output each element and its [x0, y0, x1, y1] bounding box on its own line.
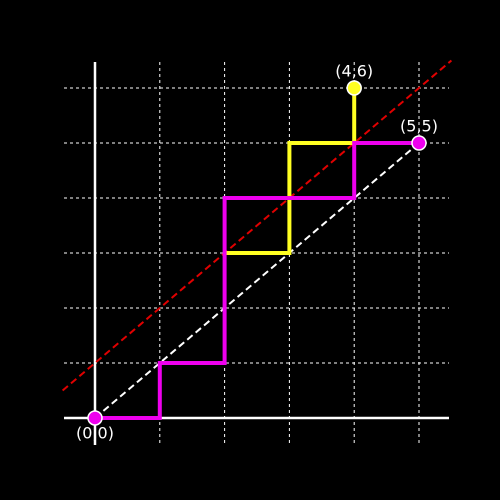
point-label-origin: (0,0) [76, 424, 114, 443]
point-end-yellow [346, 80, 362, 96]
shifted-diagonal-line [61, 59, 453, 392]
diagonal-line [94, 142, 420, 419]
lattice-paths [95, 88, 419, 420]
point-end-magenta [411, 135, 427, 151]
point-label-end-yellow: (4,6) [335, 62, 373, 81]
magenta-path [95, 141, 419, 420]
point-origin [87, 410, 103, 426]
endpoints: (0,0) (4,6) (5,5) [76, 62, 438, 443]
point-label-end-magenta: (5,5) [400, 117, 438, 136]
yellow-path [224, 88, 357, 255]
reference-lines [61, 59, 453, 419]
